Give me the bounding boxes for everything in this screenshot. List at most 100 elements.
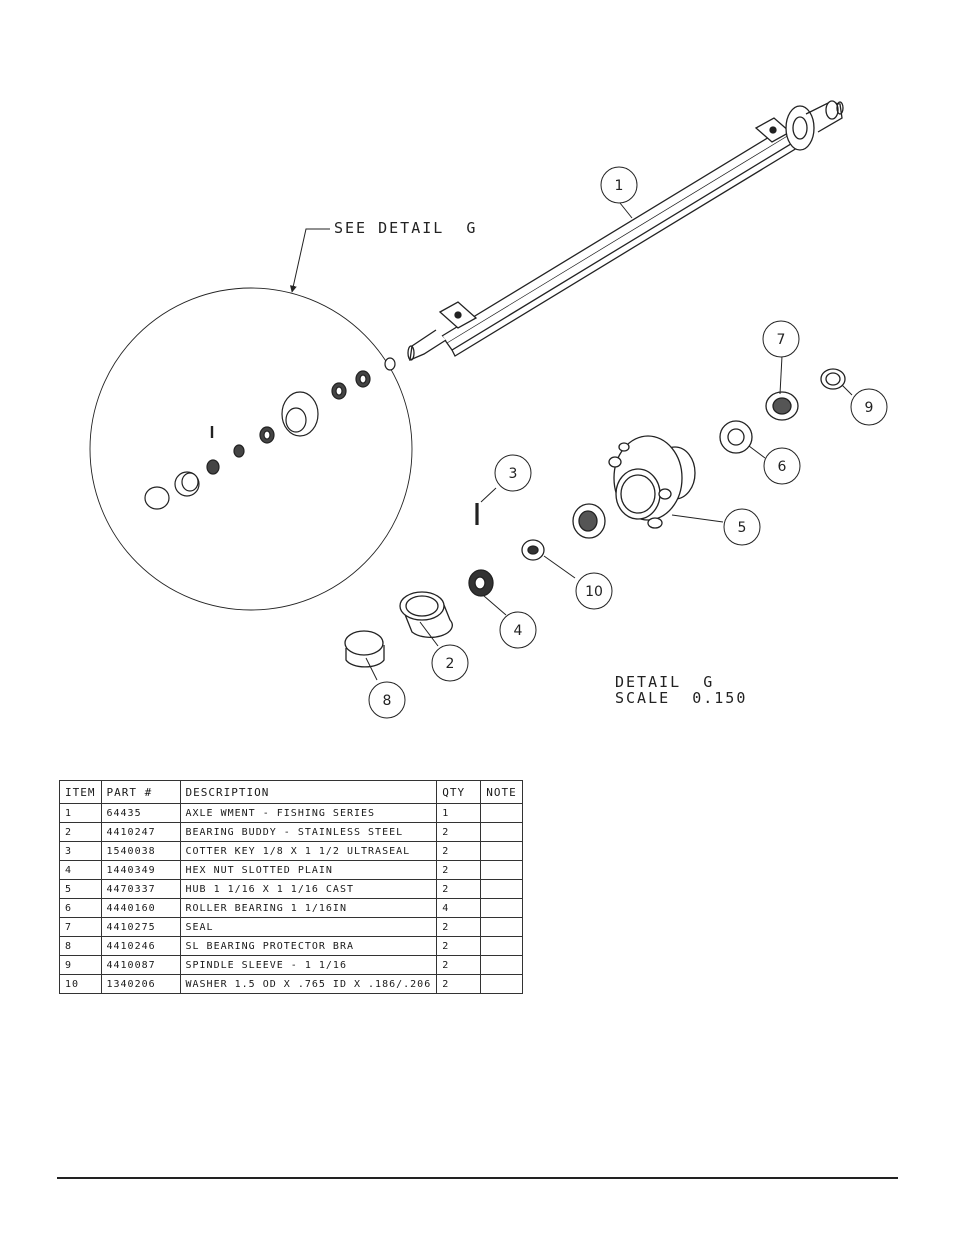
callout-number: 1: [615, 178, 624, 194]
bom-cell-qty: 2: [436, 879, 482, 899]
bom-cell-description: WASHER 1.5 OD X .765 ID X .186/.206: [179, 974, 438, 994]
bom-cell-description: ROLLER BEARING 1 1/16IN: [179, 898, 438, 918]
bom-col-qty: QTY: [436, 780, 482, 804]
bom-cell-qty: 2: [436, 936, 482, 956]
bom-cell-item: 7: [59, 917, 102, 937]
callout-balloon: 7: [762, 320, 800, 358]
callout-balloon: 4: [499, 611, 537, 649]
callout-number: 6: [778, 459, 787, 475]
bom-cell-note: [480, 974, 523, 994]
callout-circle: [499, 611, 537, 649]
callout-circle: [494, 454, 532, 492]
callout-circle: [600, 166, 638, 204]
footer-rule: [57, 1177, 898, 1179]
callout-balloons: 1 2 3 4 5 6 7 8 9 10: [368, 166, 888, 719]
bom-cell-part: 1540038: [100, 841, 181, 861]
bom-cell-note: [480, 898, 523, 918]
bom-cell-item: 9: [59, 955, 102, 975]
callout-number: 10: [585, 584, 603, 600]
callout-balloon: 10: [575, 572, 613, 610]
bom-cell-qty: 2: [436, 917, 482, 937]
callout-number: 5: [738, 520, 747, 536]
bom-cell-part: 4470337: [100, 879, 181, 899]
bom-col-description: DESCRIPTION: [179, 780, 438, 804]
detail-scale: SCALE 0.150: [615, 689, 747, 707]
bom-col-note: NOTE: [480, 780, 523, 804]
bom-cell-qty: 2: [436, 822, 482, 842]
bom-cell-description: SEAL: [179, 917, 438, 937]
callout-circle: [762, 320, 800, 358]
callout-balloon: 9: [850, 388, 888, 426]
callout-number: 8: [383, 693, 392, 709]
bom-cell-description: AXLE WMENT - FISHING SERIES: [179, 803, 438, 823]
bom-cell-description: SPINDLE SLEEVE - 1 1/16: [179, 955, 438, 975]
bom-cell-description: BEARING BUDDY - STAINLESS STEEL: [179, 822, 438, 842]
detail-title: DETAIL G: [615, 673, 714, 691]
bom-cell-item: 2: [59, 822, 102, 842]
bom-cell-qty: 2: [436, 841, 482, 861]
callout-balloon: 2: [431, 644, 469, 682]
bom-cell-description: COTTER KEY 1/8 X 1 1/2 ULTRASEAL: [179, 841, 438, 861]
bom-cell-part: 4410087: [100, 955, 181, 975]
bom-cell-qty: 1: [436, 803, 482, 823]
callout-circle: [575, 572, 613, 610]
bom-cell-description: SL BEARING PROTECTOR BRA: [179, 936, 438, 956]
bom-header-row: ITEM PART # DESCRIPTION QTY NOTE: [59, 780, 523, 804]
bom-cell-qty: 4: [436, 898, 482, 918]
callout-number: 9: [865, 400, 874, 416]
bom-cell-note: [480, 841, 523, 861]
bom-cell-note: [480, 955, 523, 975]
bom-cell-qty: 2: [436, 955, 482, 975]
callout-circle: [431, 644, 469, 682]
callout-circle: [723, 508, 761, 546]
bom-cell-part: 4410275: [100, 917, 181, 937]
bom-cell-note: [480, 936, 523, 956]
callout-number: 3: [509, 466, 518, 482]
bom-cell-part: 4410247: [100, 822, 181, 842]
callout-number: 4: [514, 623, 523, 639]
bom-cell-part: 4410246: [100, 936, 181, 956]
bom-cell-note: [480, 822, 523, 842]
callout-balloon: 1: [600, 166, 638, 204]
see-detail-note: SEE DETAIL G: [334, 219, 477, 237]
bom-cell-item: 1: [59, 803, 102, 823]
bom-cell-item: 10: [59, 974, 102, 994]
callout-circle: [763, 447, 801, 485]
bom-cell-description: HEX NUT SLOTTED PLAIN: [179, 860, 438, 880]
callout-number: 2: [446, 656, 455, 672]
callout-circle: [850, 388, 888, 426]
detail-circle: [89, 287, 413, 611]
callout-balloon: 3: [494, 454, 532, 492]
axle-assembly: [407, 100, 844, 362]
bom-col-item: ITEM: [59, 780, 102, 804]
bom-cell-item: 8: [59, 936, 102, 956]
callout-circle: [368, 681, 406, 719]
bom-cell-item: 6: [59, 898, 102, 918]
bom-cell-item: 4: [59, 860, 102, 880]
bom-cell-qty: 2: [436, 974, 482, 994]
bom-cell-description: HUB 1 1/16 X 1 1/16 CAST: [179, 879, 438, 899]
hub-components: [344, 368, 846, 668]
bom-cell-note: [480, 803, 523, 823]
bom-cell-part: 64435: [100, 803, 181, 823]
callout-balloon: 5: [723, 508, 761, 546]
leader-lines: [289, 202, 853, 681]
callout-number: 7: [777, 332, 786, 348]
callout-balloon: 8: [368, 681, 406, 719]
bom-cell-item: 5: [59, 879, 102, 899]
bom-cell-note: [480, 860, 523, 880]
bom-cell-part: 1440349: [100, 860, 181, 880]
exploded-assembly-drawing: 1 2 3 4 5 6 7 8 9 10 SEE DETAIL G DETAIL G SCALE …: [89, 100, 888, 719]
bom-cell-part: 1340206: [100, 974, 181, 994]
